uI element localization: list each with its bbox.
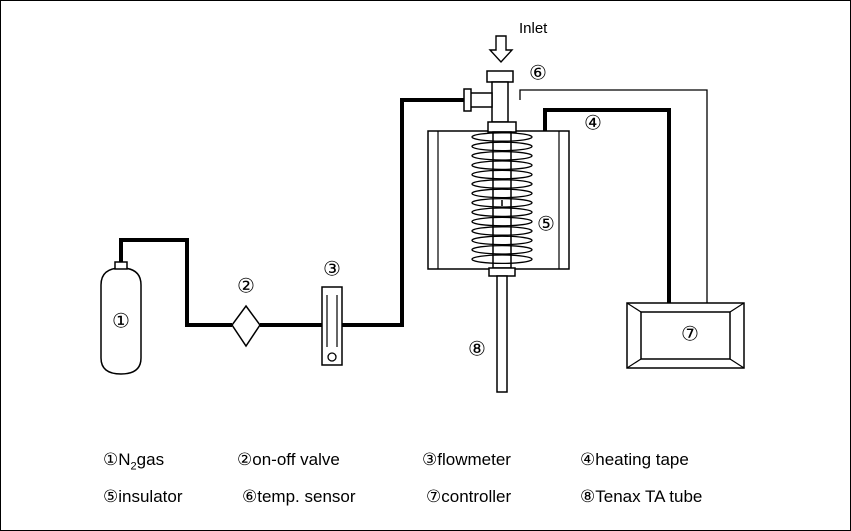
legend-item-tenax-tube: ⑧Tenax TA tube	[580, 487, 703, 507]
cylinder-number: ①	[112, 309, 130, 333]
heating-coil-turn	[471, 150, 533, 161]
heating-coil-turn	[471, 235, 533, 246]
legend-item-on-off-valve: ②on-off valve	[237, 450, 340, 470]
insulator-number: ⑤	[537, 212, 555, 236]
gas-line-1	[119, 238, 232, 327]
temp-sensor-number: ⑥	[529, 61, 547, 85]
heating-coil-turn	[471, 197, 533, 208]
inlet-arrow-icon	[488, 35, 514, 64]
legend-item-controller: ⑦controller	[426, 487, 512, 507]
heating-coil-turn	[471, 244, 533, 255]
controller: ⑦	[626, 302, 745, 369]
n2-gas-cylinder: ①	[100, 261, 142, 375]
sampling-tube-assembly	[463, 70, 517, 393]
heating-coil-turn	[471, 160, 533, 171]
heating-coils	[471, 132, 533, 265]
heating-coil-turn	[471, 226, 533, 236]
heating-tape-number: ④	[584, 111, 602, 135]
heating-coil-turn	[471, 207, 533, 218]
legend-item-heating-tape: ④heating tape	[580, 450, 689, 470]
heating-coil-turn	[471, 216, 533, 227]
flowmeter-number: ③	[323, 257, 341, 281]
legend-n2-sub: 2	[130, 460, 137, 473]
heating-coil-turn	[471, 179, 533, 189]
legend-item-insulator: ⑤insulator	[103, 487, 183, 507]
legend-item-flowmeter: ③flowmeter	[422, 450, 511, 470]
on-off-valve: ②	[231, 274, 261, 348]
heating-coil-turn	[471, 141, 533, 152]
heating-coil-turn	[471, 254, 533, 265]
heating-coil-turn	[471, 169, 533, 180]
heating-coil-turn	[471, 132, 533, 142]
legend-item-temp-sensor: ⑥temp. sensor	[242, 487, 356, 507]
legend-n2-suffix: gas	[136, 450, 165, 469]
temp-sensor-wire	[519, 89, 708, 303]
gas-line-3	[342, 98, 470, 327]
inlet-label: Inlet	[519, 20, 548, 37]
flowmeter: ③	[321, 257, 343, 366]
legend-item-n2-gas: ①N2gas	[103, 450, 165, 473]
legend-n2-name: N	[118, 450, 131, 469]
tenax-tube-number: ⑧	[468, 337, 486, 361]
valve-number: ②	[237, 274, 255, 298]
controller-number: ⑦	[681, 322, 699, 346]
heating-coil-turn	[471, 188, 533, 199]
